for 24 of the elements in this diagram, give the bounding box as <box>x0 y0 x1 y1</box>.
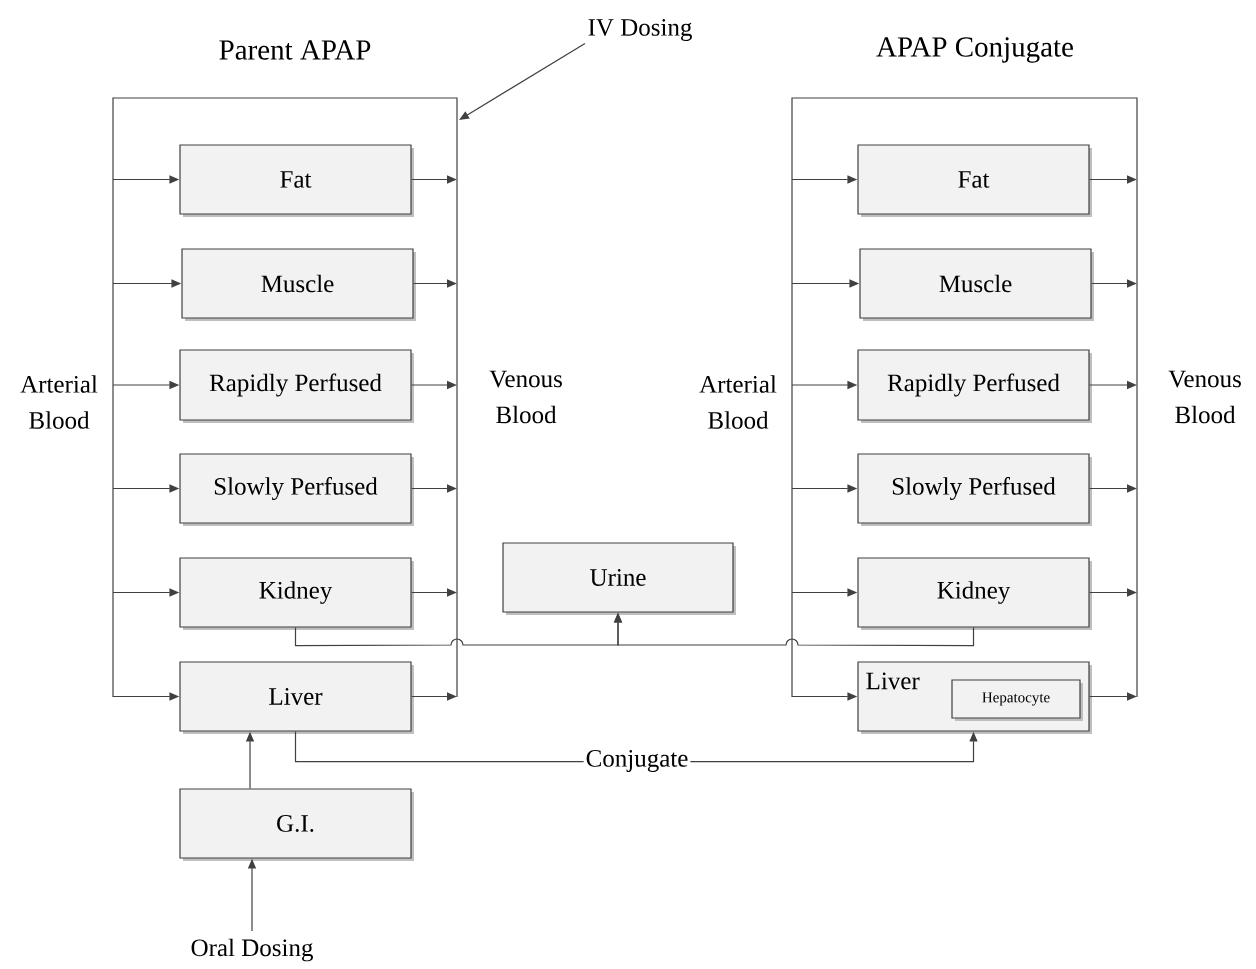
panel-title: APAP Conjugate <box>876 37 1073 63</box>
organ-box: Slowly Perfused <box>179 453 414 526</box>
arrow <box>459 42 586 120</box>
blood-label: Venous Blood <box>489 370 562 424</box>
organ-box: Fat <box>179 144 414 217</box>
organ-box: Slowly Perfused <box>857 453 1092 526</box>
dosing-label: IV Dosing <box>588 19 692 41</box>
organ-box: Rapidly Perfused <box>857 349 1092 423</box>
panel-title: Parent APAP <box>219 40 371 60</box>
organ-box: Muscle <box>859 248 1094 321</box>
organ-box: Fat <box>857 144 1092 217</box>
organ-box: Muscle <box>181 248 416 321</box>
organ-box: Liver <box>179 661 414 734</box>
blood-label: Arterial Blood <box>699 375 777 429</box>
organ-box: Kidney <box>857 557 1092 630</box>
blood-label: Arterial Blood <box>20 375 98 429</box>
organ-box: Rapidly Perfused <box>179 349 414 423</box>
organ-box: G.I. <box>179 788 414 861</box>
inner-box: Hepatocyte <box>951 679 1083 721</box>
blood-label: Venous Blood <box>1168 370 1241 424</box>
dosing-label: Oral Dosing <box>191 938 313 962</box>
organ-box: Kidney <box>179 557 414 630</box>
edge-label: Conjugate <box>583 748 691 774</box>
organ-box: Urine <box>502 542 736 615</box>
